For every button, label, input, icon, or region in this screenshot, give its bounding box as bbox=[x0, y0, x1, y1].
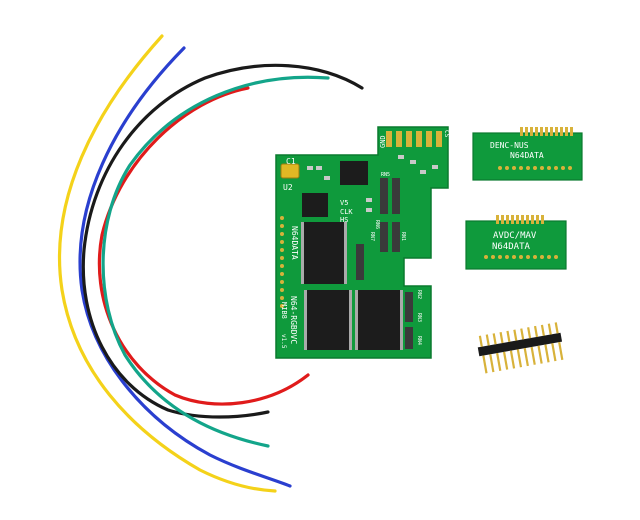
header-pin-tail bbox=[502, 351, 509, 370]
label-v5: V5 bbox=[340, 199, 348, 207]
adapter-board-denc: DENC-NUS N64DATA bbox=[472, 127, 583, 181]
green-wire bbox=[101, 75, 330, 448]
label-rn6: RN6 bbox=[374, 220, 380, 229]
header-pin-tail bbox=[544, 344, 550, 363]
header-pin bbox=[533, 325, 539, 338]
label-rn3: RN3 bbox=[416, 313, 422, 322]
header-pin-tail bbox=[482, 355, 488, 374]
pin-header bbox=[477, 322, 564, 374]
header-pin-tail bbox=[509, 350, 516, 369]
header-pin bbox=[554, 322, 559, 334]
label-n64data-main: N64DATA bbox=[290, 226, 299, 260]
header-pin bbox=[492, 333, 497, 345]
header-pin-tail bbox=[530, 346, 536, 365]
header-pin-tail bbox=[496, 352, 502, 372]
label-cs: CS bbox=[443, 130, 450, 138]
adapter-denc-label: DENC-NUS bbox=[490, 141, 529, 150]
adapter-avdc-sublabel: N64DATA bbox=[492, 242, 531, 252]
adapter-denc-sublabel: N64DATA bbox=[510, 151, 544, 160]
memory-chip-3 bbox=[355, 290, 403, 350]
header-pin bbox=[520, 328, 525, 340]
adapter-board-avdc: AVDC/MAV N64DATA bbox=[465, 215, 567, 270]
wire-bundle bbox=[57, 34, 364, 493]
adapter-avdc-edge-pads bbox=[496, 215, 544, 224]
label-rn7: RN7 bbox=[369, 232, 375, 241]
capacitor-c1 bbox=[280, 163, 300, 179]
adapter-avdc-holes bbox=[484, 255, 558, 259]
label-rn5: RN5 bbox=[381, 172, 390, 178]
header-pin bbox=[478, 335, 483, 347]
adapter-avdc-label: AVDC/MAV bbox=[493, 231, 537, 241]
label-u2: U2 bbox=[283, 183, 293, 192]
small-ic-top bbox=[340, 161, 368, 185]
header-pin bbox=[499, 331, 504, 344]
top-solder-pads bbox=[386, 131, 442, 147]
pin-header-body bbox=[477, 332, 563, 357]
header-pin bbox=[506, 330, 511, 342]
label-hs: HS bbox=[340, 216, 348, 224]
label-rn2: RN2 bbox=[416, 290, 422, 299]
header-pin bbox=[513, 329, 518, 341]
label-rn4: RN4 bbox=[416, 336, 422, 345]
regulator-u2 bbox=[302, 193, 328, 217]
main-pcb: C1 U2 GND CS V5 CLK HS RN5 RN6 RN7 RN2 R… bbox=[275, 126, 450, 359]
header-pin bbox=[527, 327, 532, 339]
header-pin bbox=[485, 334, 490, 346]
label-rn1: RN1 bbox=[400, 232, 406, 241]
left-pin-holes bbox=[280, 216, 284, 308]
header-pin-tail bbox=[537, 345, 543, 364]
header-pin-tail bbox=[523, 348, 529, 367]
yellow-wire bbox=[57, 34, 277, 493]
label-gnd: GND bbox=[379, 135, 387, 148]
header-pin-tail bbox=[489, 354, 495, 373]
memory-chip-1 bbox=[301, 222, 347, 284]
header-pin-tail bbox=[516, 349, 523, 368]
label-c1: C1 bbox=[286, 157, 296, 166]
header-pin bbox=[547, 323, 552, 335]
header-pin-tail bbox=[558, 341, 564, 361]
header-pin-tail bbox=[551, 343, 557, 362]
resistor-networks bbox=[356, 178, 413, 349]
header-pin bbox=[540, 324, 545, 336]
label-clk: CLK bbox=[340, 208, 353, 216]
label-version: v1.5 bbox=[280, 334, 287, 349]
memory-chip-2 bbox=[304, 290, 352, 350]
adapter-denc-holes bbox=[498, 166, 572, 170]
label-board-model: MIB8 bbox=[280, 302, 288, 319]
adapter-denc-edge-pads bbox=[520, 127, 573, 136]
smd-components bbox=[307, 155, 438, 212]
label-board-name: N64-RGBDVC bbox=[289, 296, 298, 344]
